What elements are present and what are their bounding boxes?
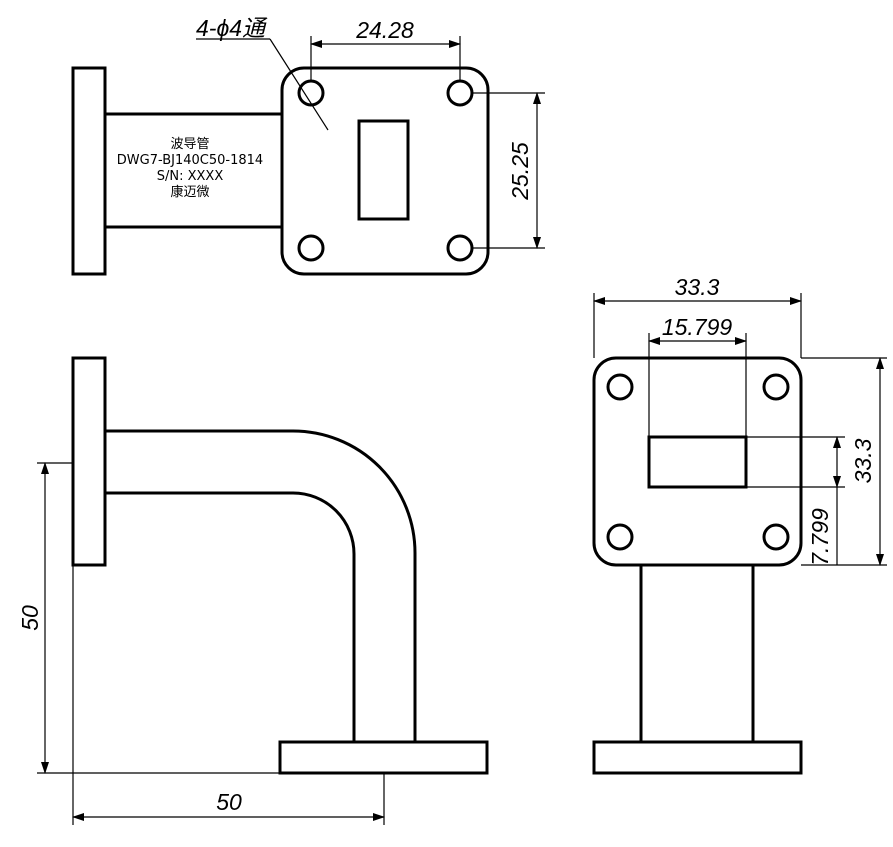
dim-vertical: 50	[17, 605, 43, 631]
part-label-maker: 康迈微	[170, 184, 209, 200]
side-waveguide-aperture	[647, 435, 748, 489]
bend-outer-edge	[105, 429, 417, 742]
front-bottom-flange	[278, 740, 489, 775]
front-left-flange	[71, 356, 107, 567]
top-hole-br	[446, 234, 474, 262]
part-label-model: DWG7-BJ140C50-1814	[117, 153, 263, 168]
side-hole-tl	[606, 373, 634, 401]
side-hole-bl	[606, 523, 634, 551]
top-hole-tl	[297, 79, 325, 107]
dim-width: 33.3	[675, 274, 720, 300]
top-hole-tr	[446, 79, 474, 107]
bend-inner-edge	[105, 491, 356, 742]
side-hole-br	[762, 523, 790, 551]
dim-aperture: 15.799	[662, 314, 733, 340]
part-label-serial: S/N: XXXX	[157, 169, 224, 184]
hole-callout: 4-ϕ4通	[196, 15, 268, 41]
dim-horizontal: 50	[216, 789, 242, 815]
side-flange-face	[592, 356, 803, 567]
side-view: 33.3 15.799 33.3 7.799	[592, 274, 887, 775]
dim-height: 33.3	[850, 438, 876, 483]
top-view: 波导管 DWG7-BJ140C50-1814 S/N: XXXX 康迈微 4-ϕ…	[71, 15, 545, 276]
front-view: 50 50	[17, 356, 489, 825]
dim-offset: 7.799	[807, 508, 833, 566]
top-flange-face	[280, 66, 490, 276]
side-hole-tr	[762, 373, 790, 401]
side-bottom-flange	[592, 740, 803, 775]
dim-hole-spacing-v: 25.25	[507, 142, 533, 201]
callout-leader	[269, 38, 329, 131]
top-hole-bl	[297, 234, 325, 262]
dim-hole-spacing-h: 24.28	[355, 17, 414, 43]
top-left-flange	[71, 66, 107, 276]
part-label-name: 波导管	[170, 137, 209, 152]
top-waveguide-aperture	[357, 119, 410, 221]
